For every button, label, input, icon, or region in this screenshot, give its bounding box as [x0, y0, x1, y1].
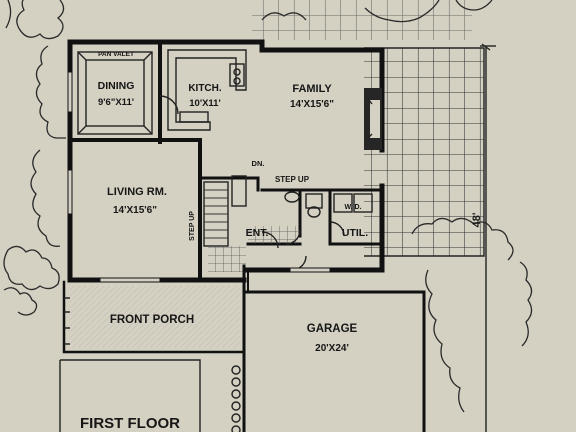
- overall-dimension-label: 48': [471, 212, 483, 227]
- garage-outline: [242, 264, 426, 432]
- entry-stairs: [203, 175, 298, 272]
- pan-valet-label: PAN VALET: [98, 51, 134, 58]
- fireplace: [364, 88, 382, 150]
- windows: [67, 71, 331, 283]
- dining-vault-outline: [77, 51, 153, 135]
- front-porch-label: FRONT PORCH: [110, 314, 194, 326]
- powder-room-fixtures: [284, 191, 323, 218]
- dining-label: DINING: [98, 80, 135, 92]
- living-label: LIVING RM.: [107, 186, 167, 198]
- utility-fixtures: [333, 193, 373, 213]
- step-up-label: STEP UP: [275, 175, 310, 184]
- entry-label: ENT.: [246, 227, 269, 239]
- walkway-stones: [231, 365, 241, 432]
- step-up-side-label: STEP UP: [189, 211, 196, 241]
- utility-label: UTIL.: [342, 227, 368, 239]
- overall-dimension-line: [480, 43, 496, 432]
- garage-size: 20'X24': [315, 343, 349, 354]
- garage-label: GARAGE: [307, 323, 358, 335]
- family-label: FAMILY: [292, 83, 332, 95]
- dining-size: 9'6"X11': [98, 97, 134, 108]
- front-porch-outline: [62, 280, 246, 354]
- kitchen-label: KITCH.: [188, 83, 222, 94]
- landscape-shrubs: [3, 0, 533, 413]
- kitchen-size: 10'X11': [189, 98, 220, 109]
- lower-lot-lines: [59, 359, 201, 432]
- living-size: 14'X15'6": [113, 205, 157, 216]
- floor-label: FIRST FLOOR: [80, 415, 180, 432]
- family-size: 14'X15'6": [290, 99, 334, 110]
- washer-dryer-label: W. D.: [344, 204, 361, 211]
- dn-label: DN.: [252, 159, 265, 168]
- kitchen-counters: [167, 49, 247, 131]
